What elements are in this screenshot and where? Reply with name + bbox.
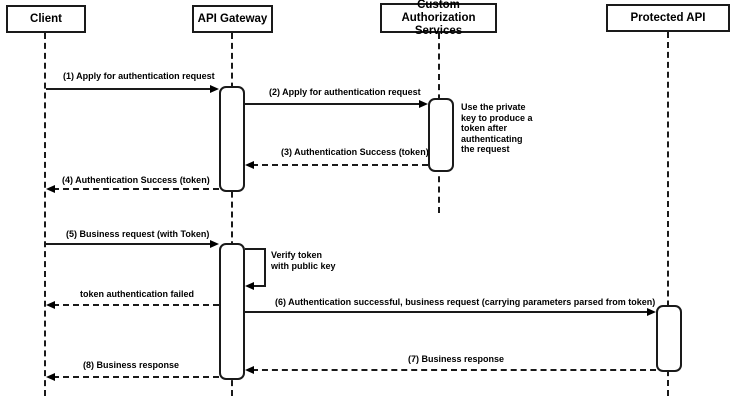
message-3-line <box>252 164 428 166</box>
message-failed-line <box>53 304 219 306</box>
arrowhead-icon <box>46 301 55 309</box>
arrowhead-icon <box>647 308 656 316</box>
message-5-line <box>46 243 212 245</box>
lifeline-api-gateway <box>231 33 233 396</box>
message-6-label: (6) Authentication successful, business … <box>275 297 656 307</box>
message-5-label: (5) Business request (with Token) <box>66 229 210 239</box>
arrowhead-icon <box>245 282 254 290</box>
message-2-line <box>245 103 421 105</box>
activation-protected-api <box>656 305 682 372</box>
lifeline-client <box>44 33 46 396</box>
activation-api-gateway-auth <box>219 86 245 192</box>
actor-label-client: Client <box>30 12 62 25</box>
message-1-label: (1) Apply for authentication request <box>63 71 215 81</box>
arrowhead-icon <box>46 185 55 193</box>
self-message-line <box>252 285 266 287</box>
actor-box-api-gateway: API Gateway <box>192 5 273 33</box>
actor-box-custom-authorization-services: Custom Authorization Services <box>380 0 497 37</box>
message-8-label: (8) Business response <box>83 360 180 370</box>
lifeline-protected-api <box>667 32 669 396</box>
arrowhead-icon <box>245 161 254 169</box>
message-7-line <box>252 369 656 371</box>
message-8-line <box>53 376 219 378</box>
message-6-line <box>245 311 649 313</box>
self-message-label: Verify token with public key <box>271 250 336 271</box>
message-4-label: (4) Authentication Success (token) <box>62 175 210 185</box>
message-7-label: (7) Business response <box>408 354 505 364</box>
arrowhead-icon <box>419 100 428 108</box>
arrowhead-icon <box>210 85 219 93</box>
actor-label-protected-api: Protected API <box>630 11 706 24</box>
actor-box-client: Client <box>6 5 86 33</box>
arrowhead-icon <box>245 366 254 374</box>
arrowhead-icon <box>46 373 55 381</box>
actor-label-custom-authorization-services: Custom Authorization Services <box>401 0 476 37</box>
actor-box-protected-api: Protected API <box>606 4 730 32</box>
activation-api-gateway-business <box>219 243 245 380</box>
message-2-label: (2) Apply for authentication request <box>269 87 421 97</box>
self-message-line <box>245 248 266 250</box>
message-1-line <box>46 88 212 90</box>
arrowhead-icon <box>210 240 219 248</box>
activation-custom-authorization <box>428 98 454 172</box>
message-failed-label: token authentication failed <box>80 289 195 299</box>
message-4-line <box>53 188 219 190</box>
actor-label-api-gateway: API Gateway <box>197 12 268 25</box>
self-message-line <box>264 248 266 287</box>
note-private-key: Use the private key to produce a token a… <box>461 102 533 154</box>
message-3-label: (3) Authentication Success (token) <box>281 147 429 157</box>
